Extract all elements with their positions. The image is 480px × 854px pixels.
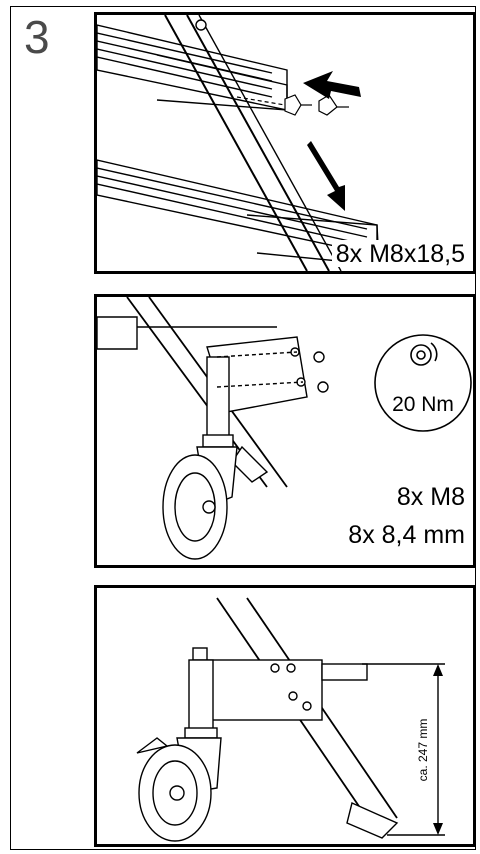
caster-height-illustration: ca. 247 mm xyxy=(136,597,445,842)
push-arrow-icon xyxy=(307,141,345,211)
panel-caster-mounting: 20 Nm 8x M8 8x 8,4 mm xyxy=(94,294,476,568)
washer-spec-label: 8x 8,4 mm xyxy=(348,521,465,549)
caster-mounting-illustration: 20 Nm xyxy=(97,297,472,560)
panel-frame-assembly: 8x M8x18,5 xyxy=(94,12,476,274)
dimension-arrow-bottom-icon xyxy=(433,823,443,835)
torque-label: 20 Nm xyxy=(392,393,454,416)
dimension-arrow-top-icon xyxy=(433,664,443,676)
height-dimension-label: ca. 247 mm xyxy=(416,719,430,782)
insert-arrow-icon xyxy=(303,71,361,99)
panel-caster-height: ca. 247 mm xyxy=(94,585,476,847)
screw-spec-label: 8x M8x18,5 xyxy=(331,240,467,267)
torque-badge xyxy=(374,334,472,432)
screw-icon xyxy=(236,94,349,116)
frame-assembly-illustration xyxy=(97,15,380,271)
step-number: 3 xyxy=(24,11,50,63)
bolt-spec-label: 8x M8 xyxy=(396,483,465,511)
